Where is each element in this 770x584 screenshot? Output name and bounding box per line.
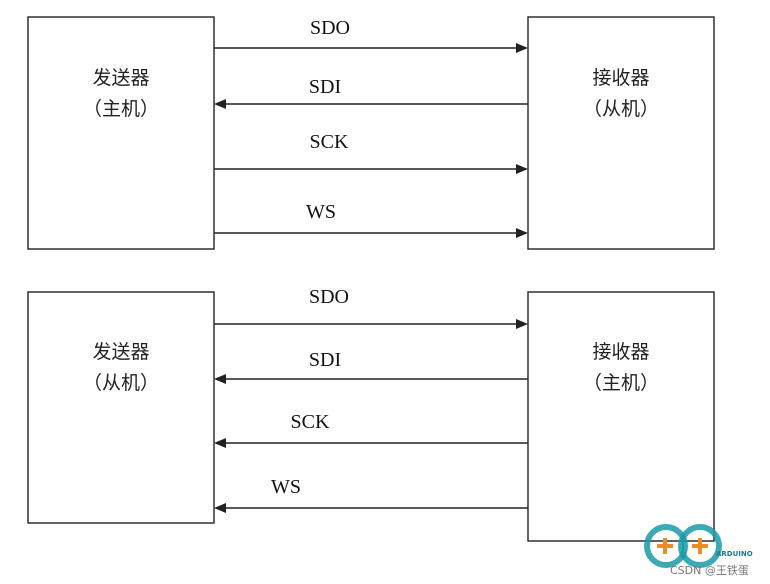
diagram-1-left-box-line2: （主机） (83, 98, 159, 120)
diagram-1-left-box (27, 16, 215, 250)
signal-label: SDI (309, 76, 341, 98)
signal-label: SCK (310, 131, 349, 153)
diagram-1-signal-sck: SCK (214, 131, 528, 174)
diagram-1: 发送器 （主机） 接收器 （从机） SDO SDI SCK WS (27, 16, 715, 250)
diagram-1-right-box-line1: 接收器 (592, 67, 649, 89)
diagram-1-signal-sdo: SDO (214, 17, 528, 53)
diagram-1-right-box (527, 16, 715, 250)
diagram-2-signal-sdi: SDI (214, 349, 528, 384)
signal-label: WS (306, 201, 336, 223)
watermark-text: CSDN @王铁蛋 (670, 564, 749, 577)
diagram-2: 发送器 （从机） 接收器 （主机） SDO SDI SCK WS (27, 286, 715, 542)
signal-label: SDI (309, 349, 341, 371)
diagram-2-left-box (27, 291, 215, 524)
diagram-1-signal-sdi: SDI (214, 76, 528, 109)
diagram-2-signal-sck: SCK (214, 411, 528, 448)
arduino-logo-icon (644, 524, 722, 568)
signal-label: SDO (310, 17, 350, 39)
diagram-2-left-box-line2: （从机） (83, 372, 159, 394)
diagram-1-signal-ws: WS (214, 201, 528, 238)
diagram-2-right-box-line2: （主机） (583, 372, 659, 394)
diagram-2-signal-sdo: SDO (214, 286, 528, 329)
diagram-2-right-box (527, 291, 715, 542)
diagram-1-right-box-line2: （从机） (583, 98, 659, 120)
watermark-logo-text: ARDUINO (716, 550, 753, 558)
signal-label: SCK (291, 411, 330, 433)
arrow-right-icon (516, 228, 528, 238)
arrow-right-icon (516, 319, 528, 329)
diagram-2-left-box-line1: 发送器 (92, 341, 149, 363)
arrow-left-icon (214, 503, 226, 513)
arrow-right-icon (516, 43, 528, 53)
signal-label: SDO (309, 286, 349, 308)
diagram-1-left-box-line1: 发送器 (92, 67, 149, 89)
arrow-right-icon (516, 164, 528, 174)
arrow-left-icon (214, 99, 226, 109)
diagram-2-signal-ws: WS (214, 476, 528, 513)
arrow-left-icon (214, 438, 226, 448)
arrow-left-icon (214, 374, 226, 384)
signal-label: WS (271, 476, 301, 498)
watermark: ARDUINO CSDN @王铁蛋 (644, 524, 753, 577)
diagram-2-right-box-line1: 接收器 (592, 341, 649, 363)
